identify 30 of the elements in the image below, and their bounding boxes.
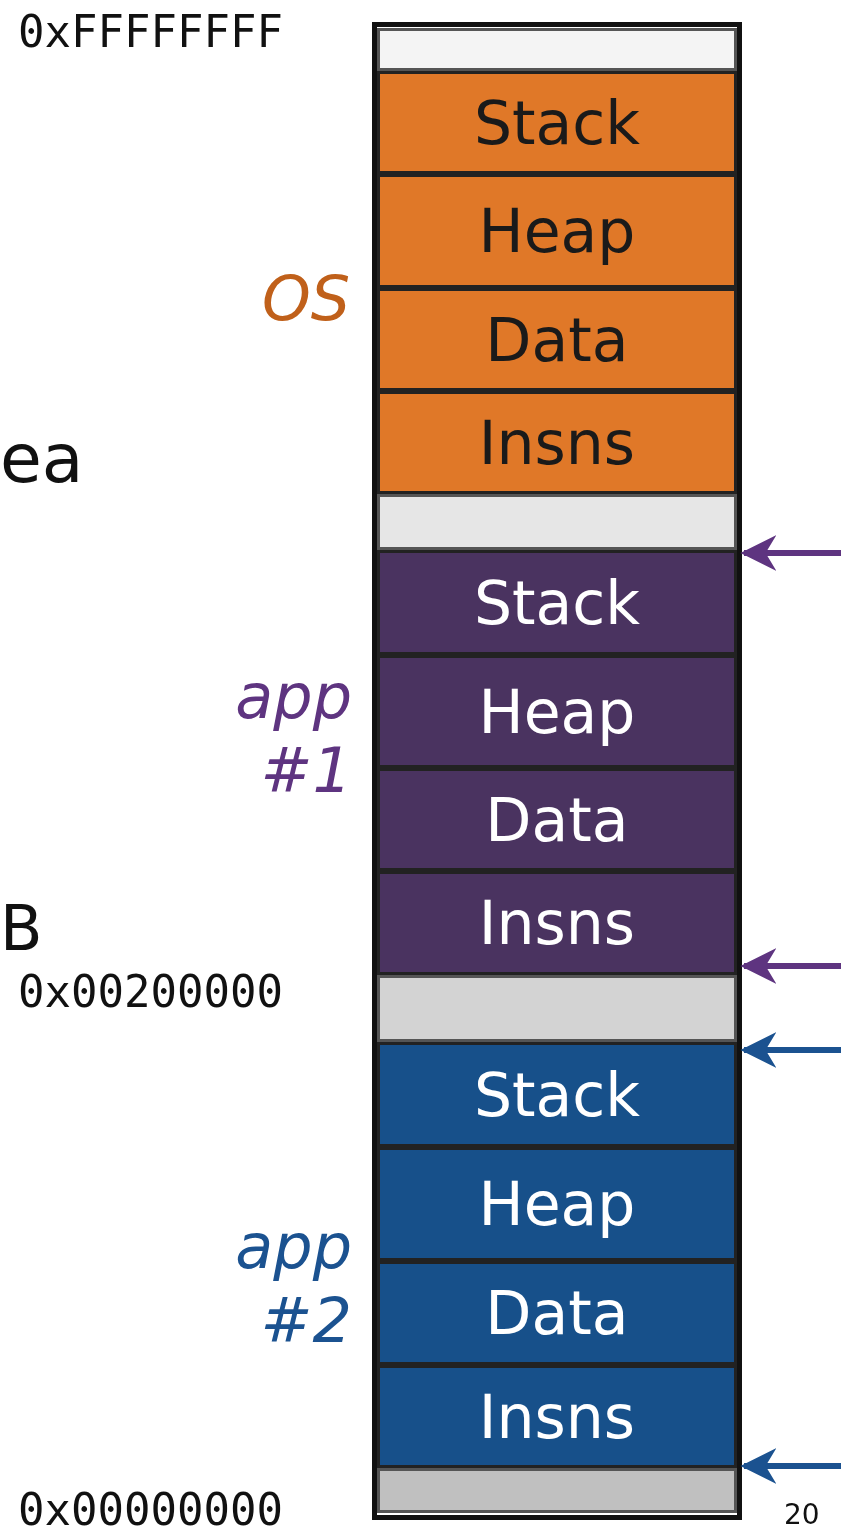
memory-column [372, 22, 742, 1520]
memory-segment: Insns [377, 391, 737, 494]
empty-segment [377, 494, 737, 550]
partial-text: B [0, 892, 43, 967]
region-label: app #2 [234, 1210, 352, 1359]
memory-segment: Heap [377, 174, 737, 288]
memory-segment: Data [377, 768, 737, 871]
empty-segment [377, 1468, 737, 1513]
arrow [740, 535, 841, 571]
empty-segment [377, 28, 737, 71]
memory-segment: Heap [377, 1147, 737, 1261]
memory-segment: Stack [377, 1042, 737, 1147]
address-label: 0x00200000 [18, 966, 283, 1019]
partial-text: ea [0, 418, 84, 500]
memory-segment: Heap [377, 655, 737, 768]
memory-segment: Data [377, 1261, 737, 1365]
empty-segment [377, 975, 737, 1042]
memory-segment: Stack [377, 550, 737, 655]
memory-segment: Insns [377, 1365, 737, 1468]
arrow [740, 1448, 841, 1484]
address-label: 0xFFFFFFFF [18, 6, 283, 59]
page-number: 20 [784, 1498, 820, 1532]
memory-segment: Data [377, 288, 737, 391]
arrow [740, 948, 841, 984]
arrow [740, 1032, 841, 1068]
memory-segment: Stack [377, 71, 737, 174]
region-label: OS [262, 262, 351, 337]
memory-segment: Insns [377, 871, 737, 975]
region-label: app #1 [234, 660, 352, 809]
address-label: 0x00000000 [18, 1484, 283, 1533]
